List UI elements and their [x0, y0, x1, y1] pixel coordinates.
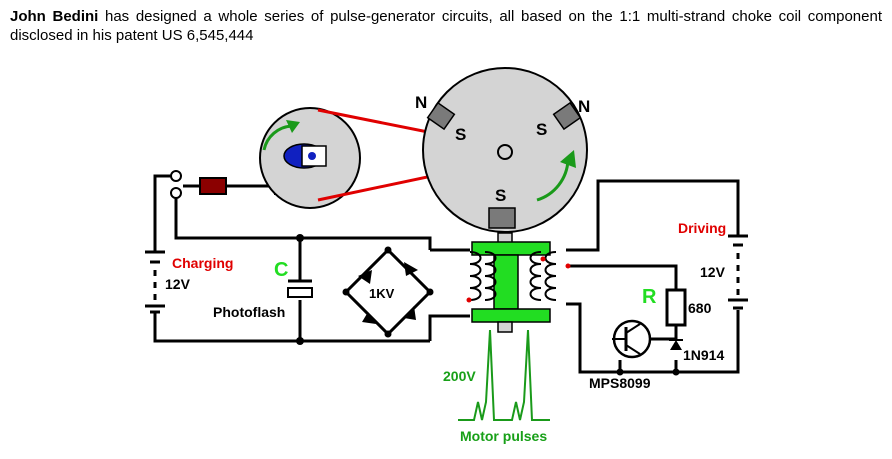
driving-voltage-label: 12V [700, 264, 726, 280]
magnet-left [426, 101, 456, 131]
junction-dot [296, 234, 304, 242]
phase-dot [565, 263, 571, 269]
transistor-label: MPS8099 [589, 375, 651, 391]
switch-contact [199, 177, 227, 195]
rotation-arrow-icon [262, 124, 293, 151]
pole-label: S [455, 125, 466, 144]
pole-label: N [578, 97, 590, 116]
capacitor-label: Photoflash [213, 304, 285, 320]
pole-label: S [495, 186, 506, 205]
charging-voltage-label: 12V [165, 276, 191, 292]
photoflash-capacitor [287, 279, 313, 298]
intro-text: has designed a whole series of pulse-gen… [10, 8, 882, 44]
resistor-letter: R [642, 286, 657, 308]
phase-dot [466, 297, 472, 303]
bridge-label: 1KV [369, 286, 395, 301]
coil-flange-bottom [471, 308, 551, 323]
resistor-value-label: 680 [688, 300, 712, 316]
rotor-direction-icon [536, 159, 570, 202]
diode-1n914 [669, 339, 683, 376]
rotor-axle [497, 144, 513, 160]
terminal-bottom [170, 187, 182, 199]
resistor-680 [665, 288, 687, 327]
charging-battery [145, 250, 165, 314]
driving-label: Driving [678, 220, 726, 236]
pulse-caption: Motor pulses [460, 428, 547, 444]
intro-name: John Bedini [10, 8, 99, 25]
pole-label: S [536, 120, 547, 139]
capacitor-letter: C [274, 259, 288, 281]
transistor-mps8099 [612, 319, 652, 376]
terminal-top [170, 170, 182, 182]
phase-dot [540, 256, 546, 262]
pulse-waveform [458, 329, 550, 421]
coil-core [493, 254, 519, 310]
core-tip-bottom [497, 321, 513, 333]
rotor-arrow-head-icon [560, 150, 576, 168]
charging-label: Charging [172, 255, 233, 271]
wiring [153, 174, 740, 374]
coil-windings [469, 251, 557, 301]
intro-paragraph: John Bedini has designed a whole series … [10, 7, 882, 45]
junction-dot [296, 337, 304, 345]
bridge-rectifier [342, 246, 434, 338]
driving-battery [728, 234, 748, 310]
switch-cam [283, 143, 327, 169]
pole-label: N [415, 93, 427, 112]
magnet-bottom [488, 207, 516, 229]
arrow-head-icon [286, 120, 300, 133]
magnet-right [552, 101, 582, 131]
diode-label: 1N914 [683, 347, 724, 363]
pulse-voltage-label: 200V [443, 368, 476, 384]
